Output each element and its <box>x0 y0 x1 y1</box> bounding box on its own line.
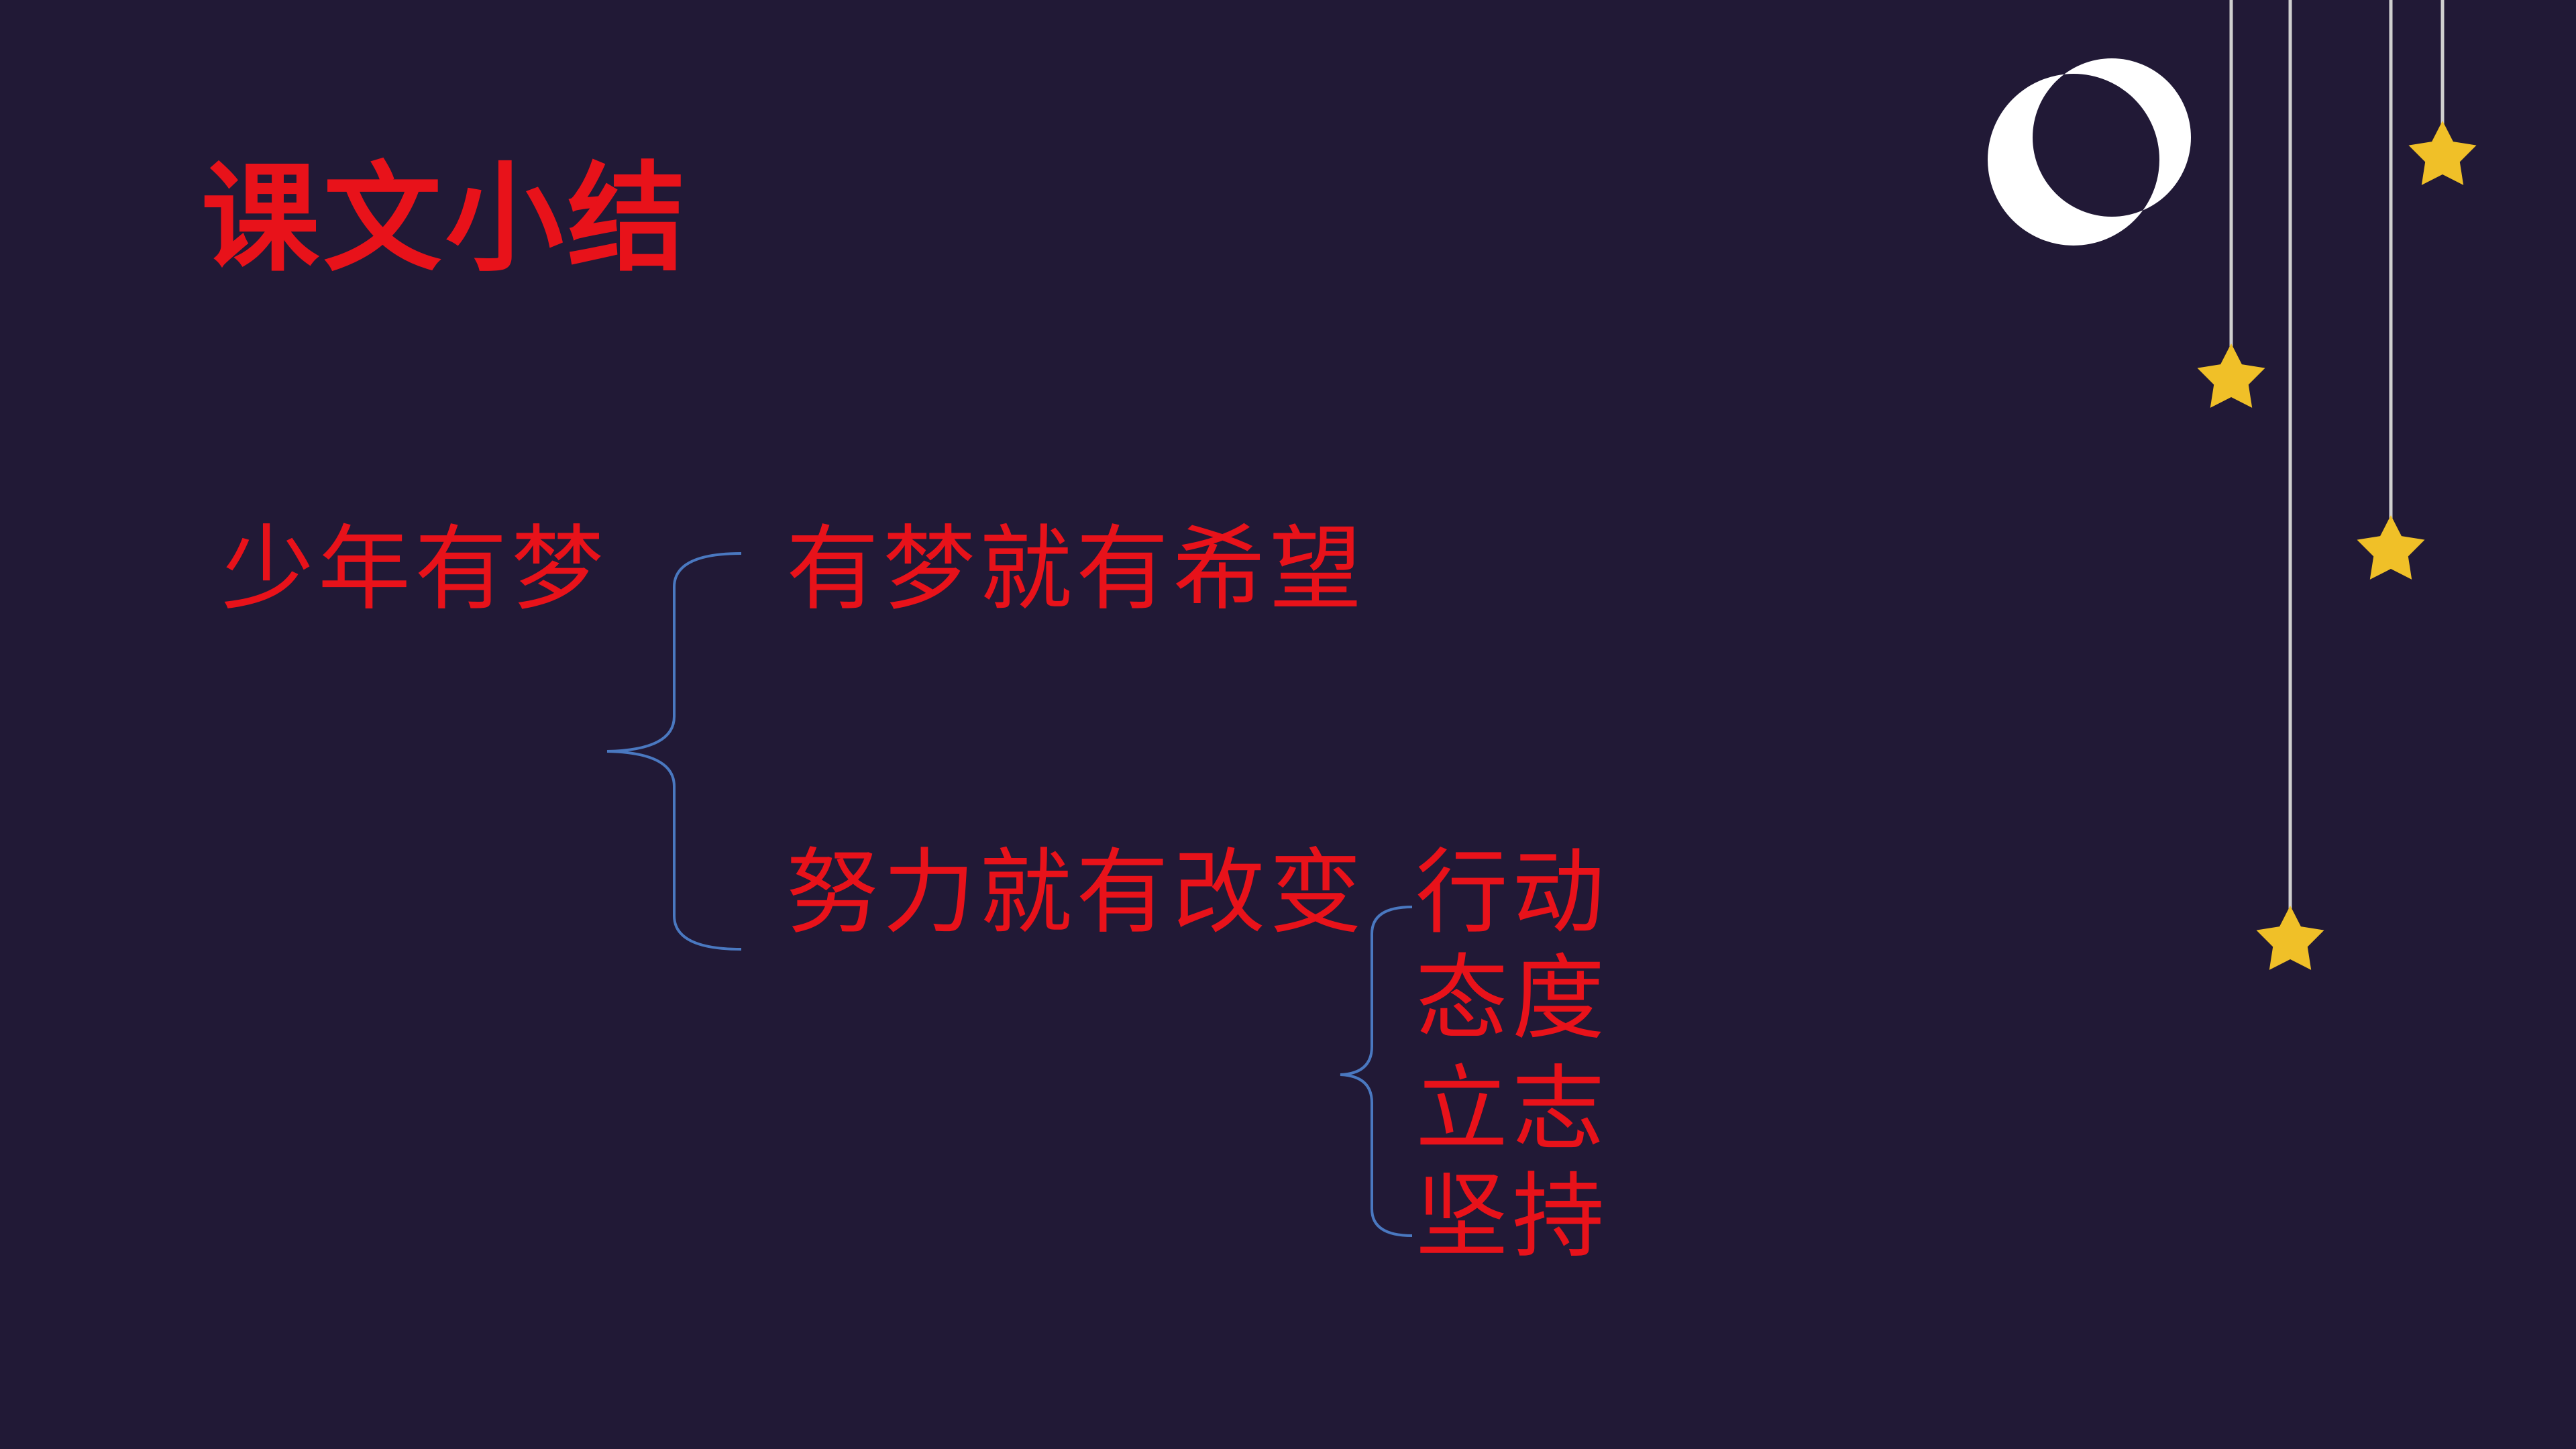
star-icon <box>2197 343 2265 408</box>
point-change: 努力就有改变 <box>786 839 1366 947</box>
subpoint-attitude: 态度 <box>1415 945 1609 1053</box>
topic-label: 少年有梦 <box>221 515 608 623</box>
star-icon <box>2357 515 2425 580</box>
large-brace <box>606 552 742 951</box>
point-hope: 有梦就有希望 <box>786 515 1366 623</box>
slide-title: 课文小结 <box>201 149 690 288</box>
small-brace <box>1340 906 1413 1237</box>
star-icon <box>2408 121 2477 185</box>
crescent-moon-icon <box>1988 58 2191 246</box>
star-icon <box>2256 906 2324 970</box>
subpoint-action: 行动 <box>1415 839 1609 947</box>
subpoint-ambition: 立志 <box>1415 1055 1609 1163</box>
subpoint-persistence: 坚持 <box>1415 1163 1609 1271</box>
